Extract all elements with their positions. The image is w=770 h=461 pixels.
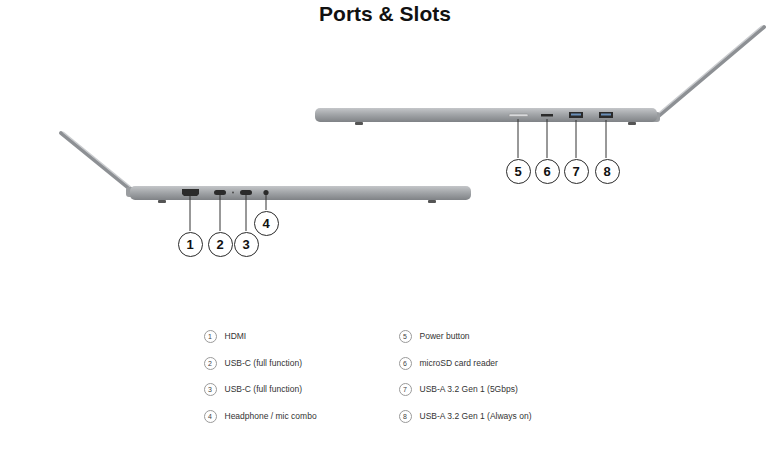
callout-number: 5 [514,165,521,178]
callout-number: 5 [403,333,407,340]
led [232,192,234,194]
legend-entry: 2USB-C (full function) [204,357,217,370]
foot [355,122,363,125]
callout-number: 6 [543,165,550,178]
port-description: USB-C (full function) [225,384,302,394]
laptop-base [315,108,657,122]
hdmi-port [182,189,199,196]
port-description: Headphone / mic combo [225,411,317,421]
leader-lines [518,119,606,158]
screen-lid [61,133,136,194]
legend-entry: 5Power button [399,330,412,343]
screen-edge [63,132,138,193]
laptop-left [61,132,471,231]
foot [628,122,636,125]
legend-entry: 3USB-C (full function) [204,383,217,396]
screen-lid [655,27,764,119]
callout-number: 6 [403,360,407,367]
usb-c-port [240,190,252,195]
port-description: USB-A 3.2 Gen 1 (Always on) [420,411,532,421]
callout-circle: 6 [535,159,560,184]
usb-a-tongue [601,114,611,116]
callout-number: 3 [242,238,249,251]
foot [158,200,166,203]
callout-number: 4 [208,413,212,420]
port-description: HDMI [225,331,247,341]
legend-entry: 6microSD card reader [399,357,412,370]
port-description: USB-C (full function) [225,358,302,368]
laptop-right [315,26,764,158]
usb-a-tongue [571,114,581,116]
callout-circle: 4 [254,211,279,236]
callout-number: 8 [403,413,407,420]
port-description: Power button [420,331,470,341]
laptop-base [130,186,471,200]
callout-number: 1 [208,333,212,340]
callout-number: 3 [208,386,212,393]
callout-number: 8 [603,165,610,178]
power-button [509,114,528,117]
legend-entry: 1HDMI [204,330,217,343]
usb-a-port [599,112,613,118]
diagram-title: Ports & Slots [0,2,770,26]
callout-number: 4 [262,217,269,230]
callout-circle: 8 [595,159,620,184]
microsd-slot [541,114,553,117]
callout-circle: 5 [506,159,531,184]
callout-circle: 7 [564,159,589,184]
usb-c-port [214,190,226,195]
port-description: USB-A 3.2 Gen 1 (5Gbps) [420,384,518,394]
usb-a-port [569,112,583,118]
port-description: microSD card reader [420,358,498,368]
foot [428,200,436,203]
legend-entry: 8USB-A 3.2 Gen 1 (Always on) [399,410,412,423]
callout-circle: 1 [178,232,203,257]
audio-jack [263,190,268,195]
callout-number: 7 [572,165,579,178]
callout-number: 1 [186,238,193,251]
callout-number: 7 [403,386,407,393]
callout-number: 2 [216,238,223,251]
legend-entry: 7USB-A 3.2 Gen 1 (5Gbps) [399,383,412,396]
callout-circle: 2 [208,232,233,257]
callout-circle: 3 [234,232,259,257]
screen-edge [653,26,762,118]
callout-number: 2 [208,360,212,367]
legend-entry: 4Headphone / mic combo [204,410,217,423]
